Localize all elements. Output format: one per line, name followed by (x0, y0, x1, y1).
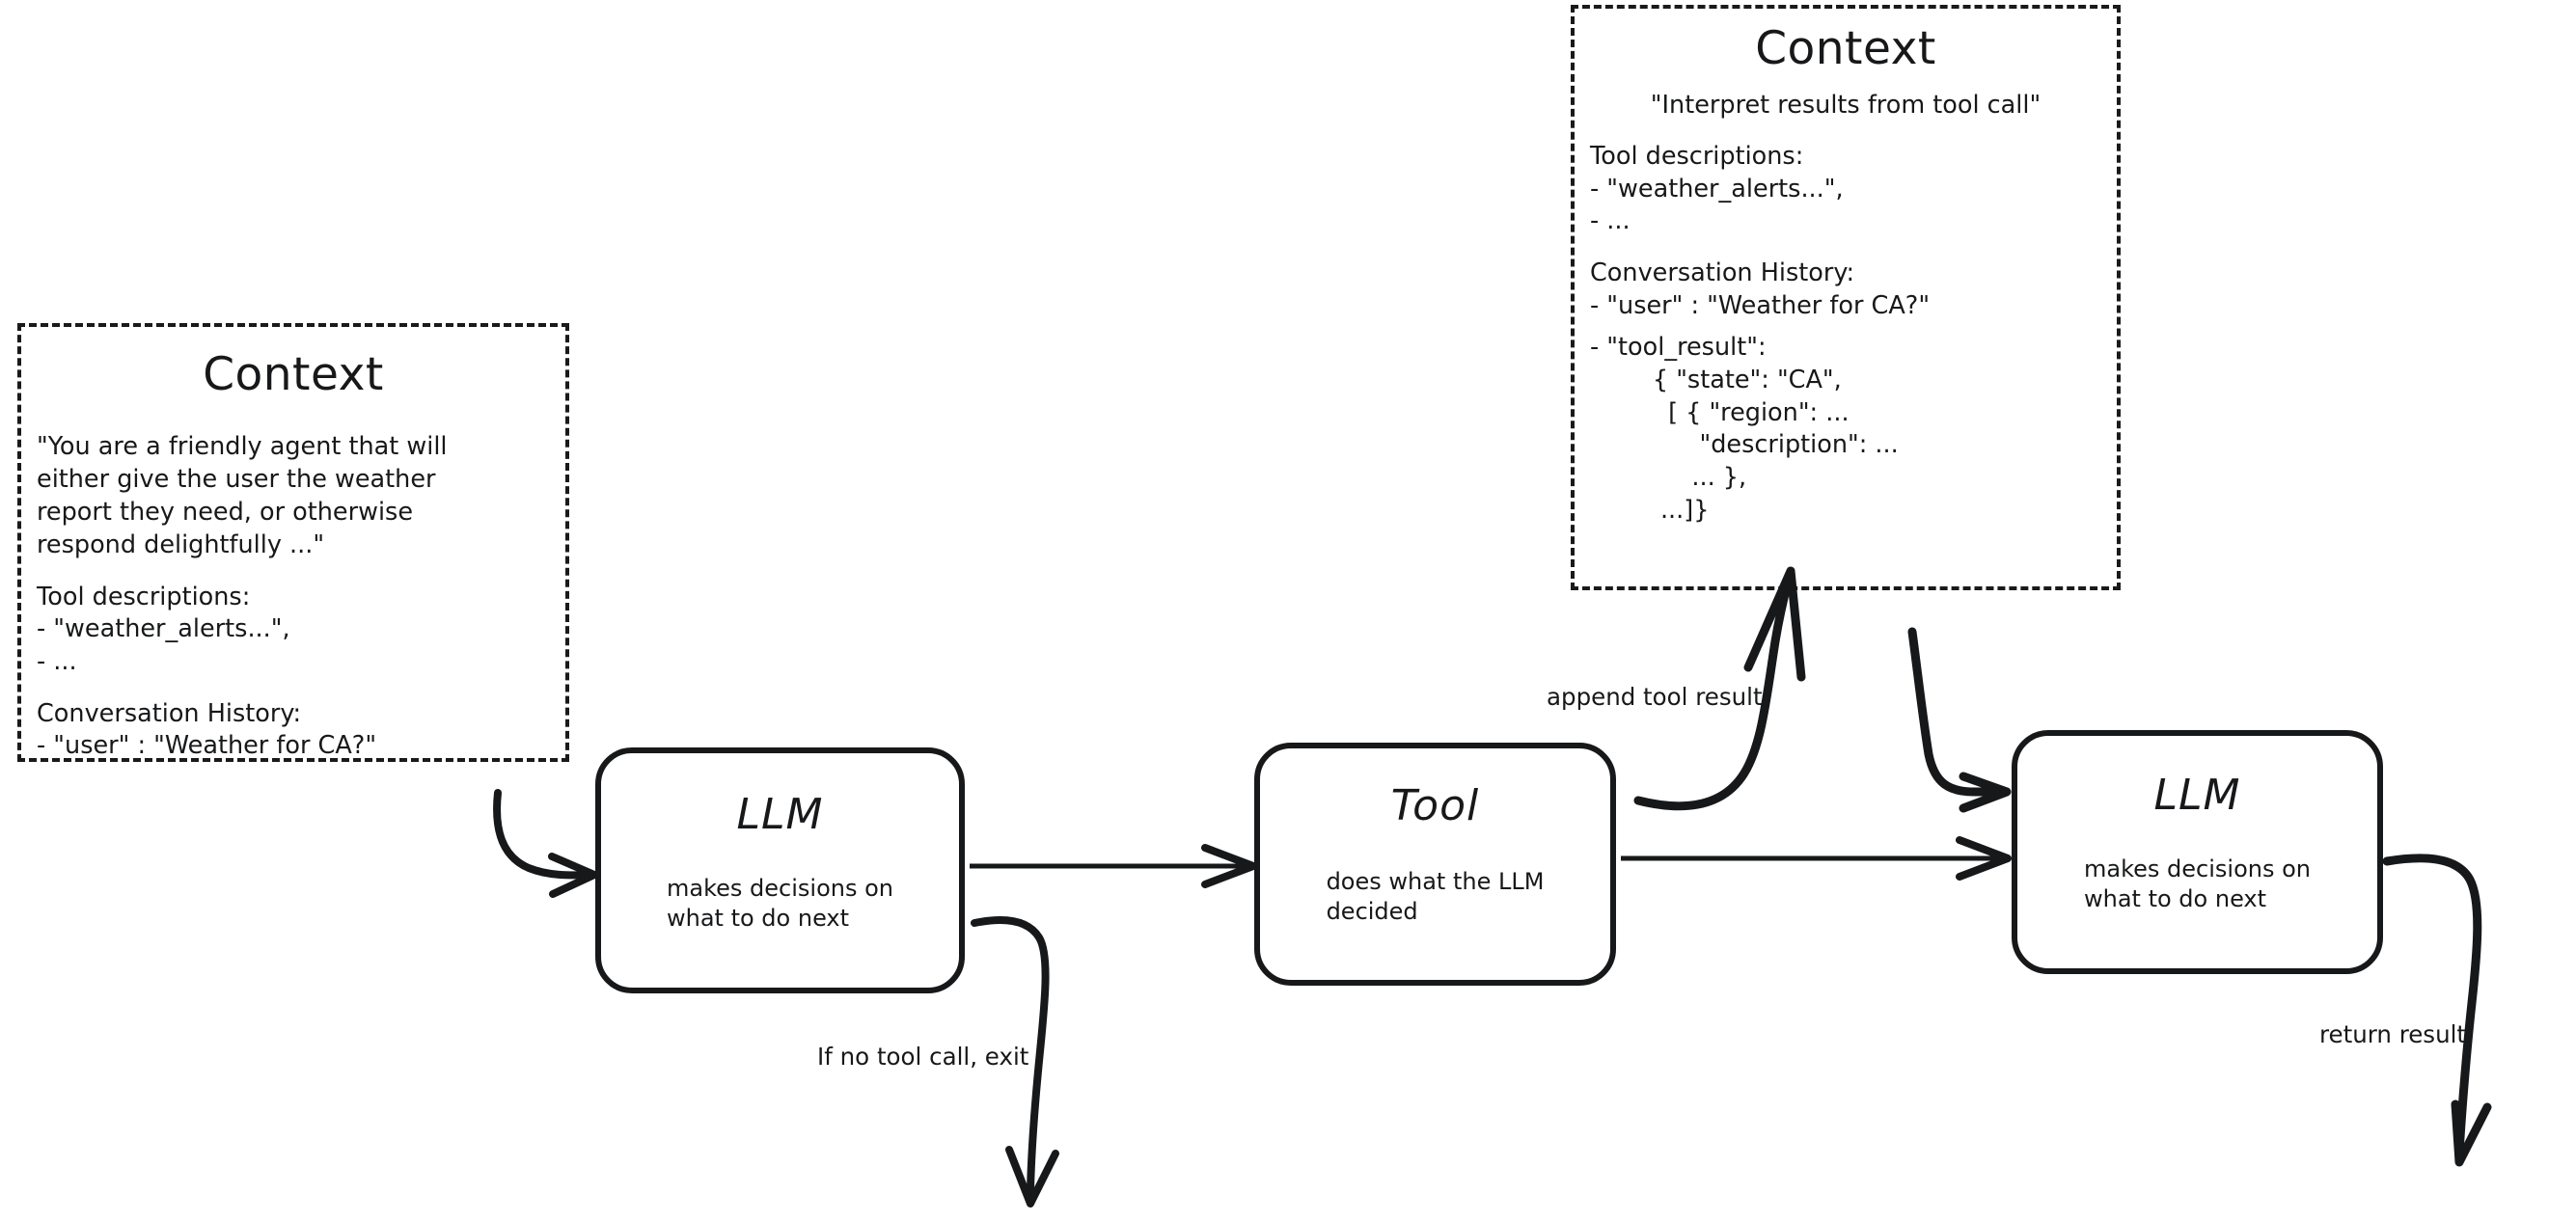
node-tool-title: Tool (1390, 781, 1480, 830)
node-llm-first[interactable]: LLM makes decisions on what to do next (595, 747, 965, 993)
context-left-tool-descriptions-items: - "weather_alerts...", - ... (37, 614, 290, 676)
context-right-system-prompt: "Interpret results from tool call" (1650, 91, 2042, 120)
node-llm-second[interactable]: LLM makes decisions on what to do next (2012, 730, 2383, 974)
context-left-system-prompt: "You are a friendly agent that will eith… (37, 432, 448, 560)
node-llm-second-subtitle: makes decisions on what to do next (2084, 855, 2311, 912)
arrow-return-result (2382, 854, 2492, 1167)
context-right-conversation-header: Conversation History: (1590, 258, 1855, 288)
node-llm-first-subtitle: makes decisions on what to do next (667, 875, 893, 932)
context-right-conversation-user: - "user" : "Weather for CA?" (1590, 290, 1931, 320)
spacer (21, 679, 565, 698)
arrow-tool-to-llm-second (1621, 836, 2012, 881)
edge-label-exit: If no tool call, exit (817, 1043, 1029, 1071)
context-left-tool-descriptions-header: Tool descriptions: (37, 582, 251, 611)
edge-label-append-tool-result: append tool result (1547, 683, 1763, 711)
spacer (21, 562, 565, 582)
context-left-title: Context (203, 348, 384, 401)
arrow-context-to-llm-first (493, 789, 598, 898)
context-right-title: Context (1755, 22, 1936, 75)
edge-label-return-result: return result (2319, 1020, 2467, 1048)
arrow-llm-first-to-tool (970, 844, 1257, 888)
arrow-context-to-llm-second (1907, 627, 2012, 813)
node-tool[interactable]: Tool does what the LLM decided (1254, 743, 1616, 986)
context-box-right: Context "Interpret results from tool cal… (1571, 5, 2121, 590)
node-tool-subtitle: does what the LLM decided (1326, 868, 1545, 925)
context-left-conversation-items: - "user" : "Weather for CA?" (37, 731, 377, 761)
context-left-conversation-header: Conversation History: (37, 698, 302, 728)
context-box-left: Context "You are a friendly agent that w… (17, 323, 569, 762)
node-llm-first-title: LLM (736, 790, 824, 839)
node-llm-second-title: LLM (2153, 771, 2241, 820)
context-right-tool-descriptions-header: Tool descriptions: (1590, 142, 1804, 172)
spacer (1575, 238, 2117, 258)
context-right-tool-descriptions-items: - "weather_alerts...", - ... (1590, 174, 1844, 236)
spacer (1575, 122, 2117, 141)
context-right-tool-result: - "tool_result": { "state": "CA", [ { "r… (1590, 333, 1899, 525)
